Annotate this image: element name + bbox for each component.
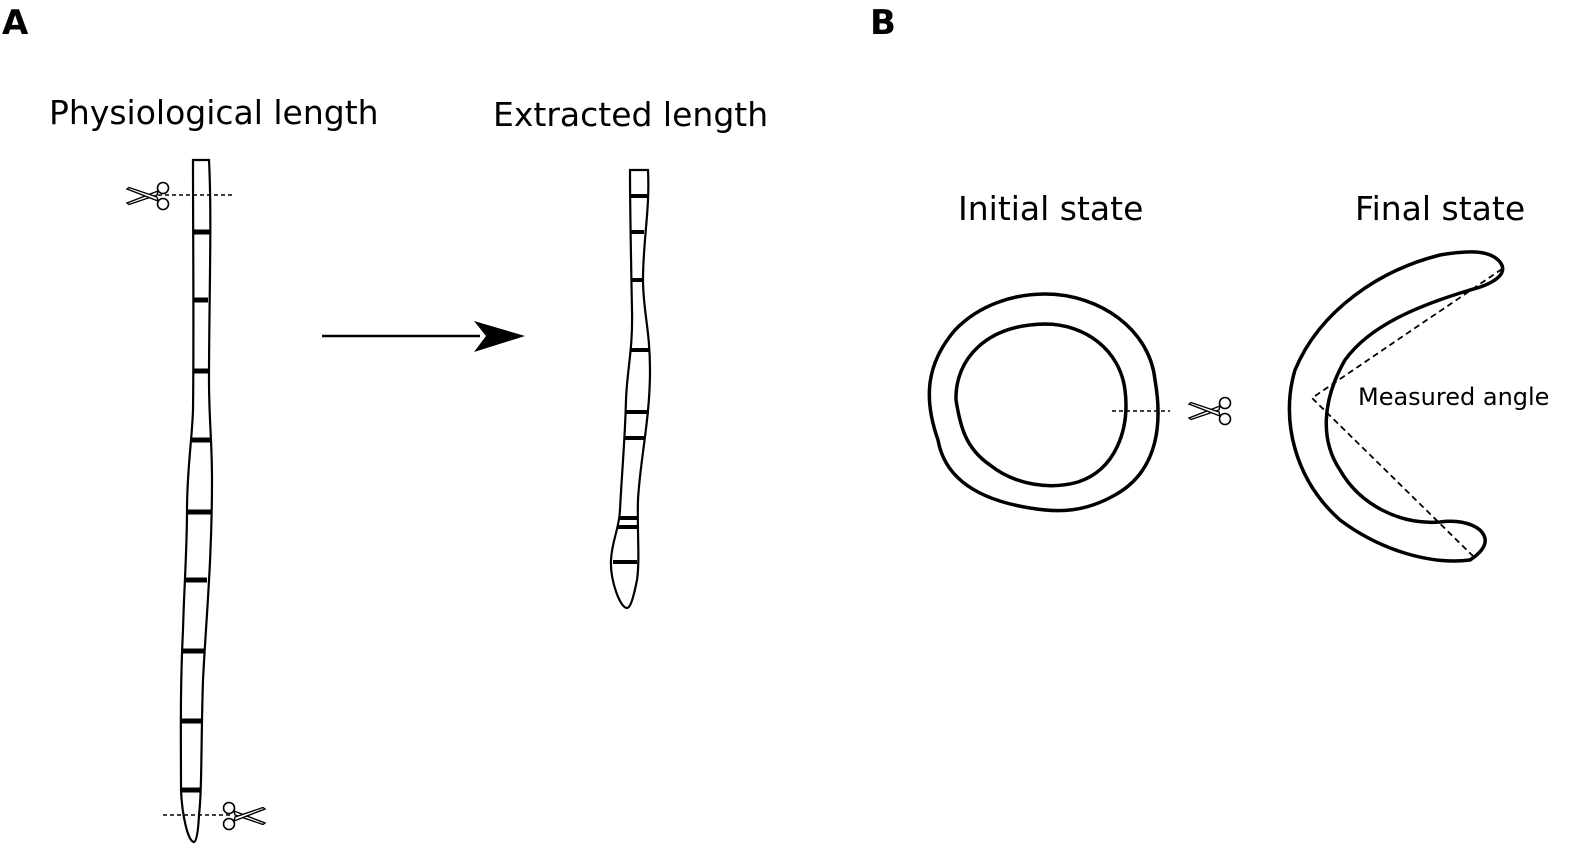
panel-letter-a: A xyxy=(2,3,29,43)
physiological-strip xyxy=(158,158,232,844)
measured-angle-label: Measured angle xyxy=(1358,383,1550,411)
final-state-label: Final state xyxy=(1355,189,1526,228)
initial-state-label: Initial state xyxy=(958,189,1144,228)
scissors-icon xyxy=(1188,396,1232,426)
physiological-length-label: Physiological length xyxy=(49,93,379,132)
scissors-icon xyxy=(222,801,266,831)
scissors-icon xyxy=(126,181,170,211)
final-state-c-shape xyxy=(1287,250,1505,563)
arrow-right-icon xyxy=(322,321,525,352)
extracted-length-label: Extracted length xyxy=(493,95,769,134)
panel-letter-b: B xyxy=(870,3,896,43)
initial-state-ring xyxy=(927,292,1170,513)
extracted-strip xyxy=(609,168,652,610)
